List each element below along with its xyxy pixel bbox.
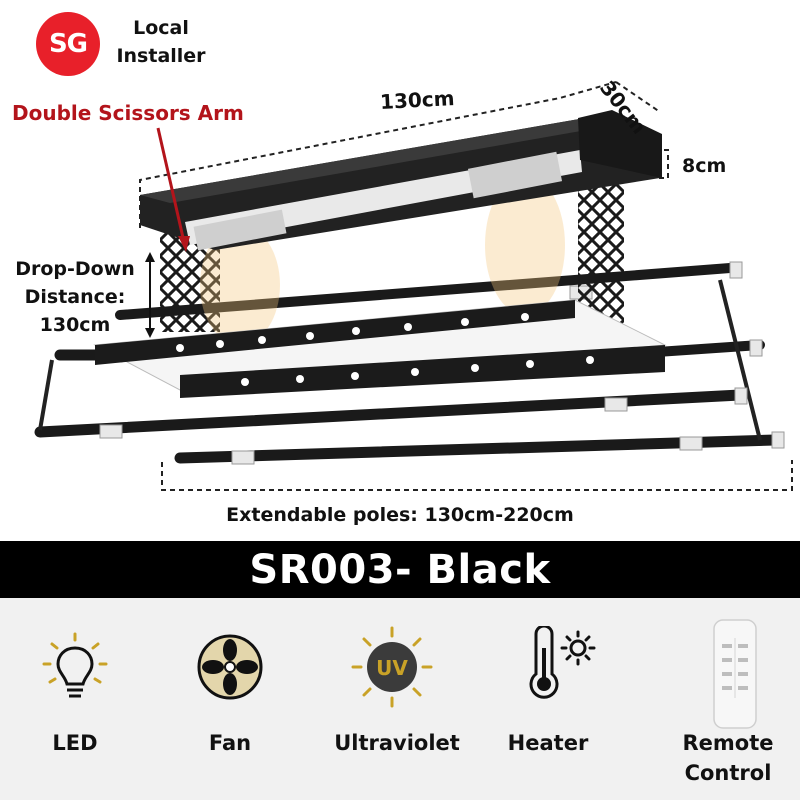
installer-line-2: Installer [116,45,206,67]
product-title: SR003- Black [249,546,551,593]
dimension-lines [139,81,793,491]
width-dimension-label: 130cm [379,86,456,114]
annotation-arrows [145,127,190,338]
remote-control-icon [713,619,757,729]
local-installer-label: Local Installer [106,14,216,70]
installer-line-1: Local [133,17,189,39]
feature-label-heater: Heater [507,731,589,755]
feature-label-ultraviolet: Ultraviolet [334,731,460,755]
fan-icon [197,634,263,700]
uv-badge-text: UV [376,656,408,680]
drop-line-2: Distance: [24,286,126,308]
double-scissors-arm-label: Double Scissors Arm [12,101,244,125]
drop-line-1: Drop-Down [15,258,135,280]
sg-badge: SG [36,12,100,76]
ceiling-housing [140,110,662,251]
feature-label-fan: Fan [208,731,252,755]
led-bulb-icon [42,632,108,698]
sg-badge-text: SG [48,29,88,59]
rack-body [93,299,667,398]
uv-icon: UV [351,626,433,708]
product-illustration [34,81,793,491]
extendable-poles-label: Extendable poles: 130cm-220cm [226,504,574,526]
height-dimension-label: 8cm [682,155,727,177]
features-panel [0,598,800,800]
scissors-arm-left [160,232,220,332]
light-glow [200,175,565,345]
remote-label-line-2: Control [684,761,772,785]
feature-label-remote-control: Remote Control [668,728,788,788]
drop-down-distance-label: Drop-Down Distance: 130cm [10,255,140,339]
feature-label-led: LED [52,731,98,755]
thermometer-sun-icon [529,626,596,699]
scissors-arm-right [578,175,624,325]
drop-line-3: 130cm [39,314,111,336]
title-banner: SR003- Black [0,541,800,598]
remote-label-line-1: Remote [682,731,774,755]
